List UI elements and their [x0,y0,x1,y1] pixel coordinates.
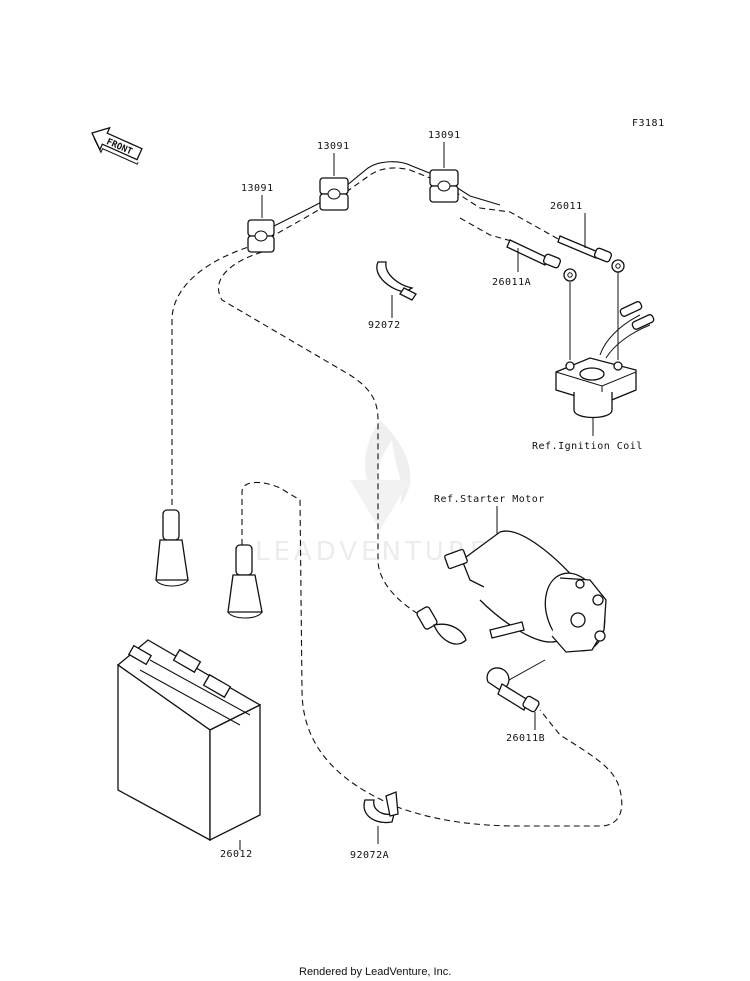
label-tie-92072: 92072 [368,320,401,331]
battery [116,639,262,850]
label-clamp-13091-left: 13091 [241,183,274,194]
label-ref-ignition-coil: Ref.Ignition Coil [532,441,643,452]
clamp-13091-right [429,142,459,203]
label-clamp-13091-right: 13091 [428,130,461,141]
label-clamp-13091-middle: 13091 [317,141,350,152]
label-cable-26011a: 26011A [492,277,531,288]
clamp-13091-left [247,195,275,253]
band-tie-92072 [376,261,417,318]
label-ref-starter-motor: Ref.Starter Motor [434,494,545,505]
footer-credit: Rendered by LeadVenture, Inc. [299,966,451,978]
cable-26011b [486,659,546,730]
ground-wire [241,481,623,827]
label-cable-26011b: 26011B [506,733,545,744]
harness-wire-solid [261,161,501,233]
clamp-13091-middle [319,153,349,211]
cable-26011 [557,213,625,273]
band-tie-92072a [363,791,399,844]
harness-wire-upper [171,167,601,505]
figure-code: F3181 [632,118,665,129]
ignition-coil-solenoid [555,272,655,436]
label-tie-92072a: 92072A [350,850,389,861]
cable-26011a-wire [459,217,516,243]
starter-cable-terminal [416,606,467,645]
label-cable-26011: 26011 [550,201,583,212]
starter-feed-wire [217,251,421,616]
label-battery-26012: 26012 [220,849,253,860]
battery-positive-boot [155,509,189,587]
cable-26011a [506,239,577,282]
front-arrow-icon: FRONT [91,126,143,165]
battery-negative-boot [227,544,263,619]
starter-motor [444,506,607,653]
